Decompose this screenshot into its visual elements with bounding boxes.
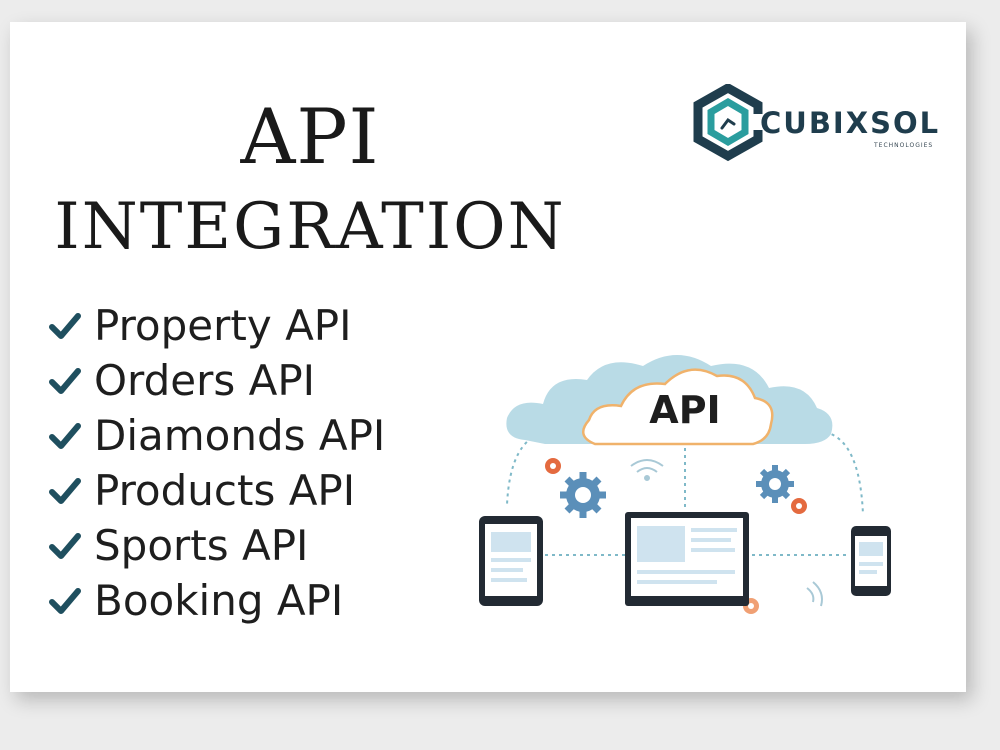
gear-icon <box>743 465 807 614</box>
cubixsol-logo: CUBIXSOL TECHNOLOGIES <box>690 84 950 164</box>
api-item-label: Products API <box>94 466 356 515</box>
banner-card: API INTEGRATION Property API Orders API … <box>10 22 966 692</box>
cloud-icon <box>506 355 833 446</box>
logo-tagline: TECHNOLOGIES <box>874 142 934 149</box>
checkmark-icon <box>49 312 81 339</box>
api-item-label: Booking API <box>94 576 344 625</box>
connection-lines <box>506 431 864 556</box>
api-item-label: Diamonds API <box>94 411 386 460</box>
list-item: Booking API <box>48 573 385 628</box>
list-item: Diamonds API <box>48 408 385 463</box>
api-item-label: Sports API <box>94 521 309 570</box>
laptop-icon <box>625 512 749 606</box>
cloud-api-label: API <box>649 388 721 432</box>
list-item: Sports API <box>48 518 385 573</box>
wifi-icon <box>630 459 823 607</box>
api-illustration: API <box>465 340 905 640</box>
heading-line-2: INTEGRATION <box>54 190 566 264</box>
checkmark-icon <box>49 477 81 504</box>
tablet-icon <box>479 516 543 606</box>
checkmark-icon <box>49 422 81 449</box>
hexagon-logo-icon <box>693 84 766 162</box>
gear-icon <box>545 458 606 518</box>
heading-line-1: API <box>240 92 380 181</box>
checkmark-icon <box>49 587 81 614</box>
checkmark-icon <box>49 367 81 394</box>
list-item: Products API <box>48 463 385 518</box>
list-item: Orders API <box>48 353 385 408</box>
checkmark-icon <box>49 532 81 559</box>
logo-name: CUBIXSOL <box>760 106 941 140</box>
api-item-label: Property API <box>94 301 352 350</box>
phone-icon <box>851 526 891 596</box>
list-item: Property API <box>48 298 385 353</box>
api-list: Property API Orders API Diamonds API Pro… <box>48 298 385 628</box>
api-item-label: Orders API <box>94 356 316 405</box>
